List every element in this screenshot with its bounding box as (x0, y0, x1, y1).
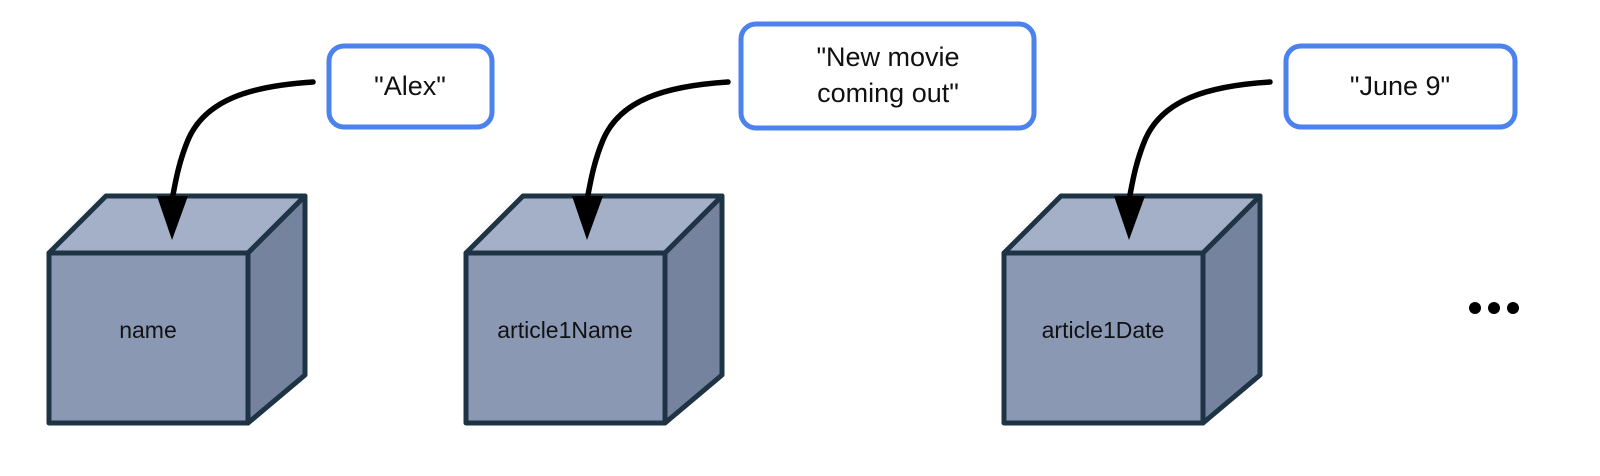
callout-box (326, 43, 495, 130)
callout-box (1283, 43, 1518, 130)
arrow-to-article1Date (1114, 79, 1273, 240)
cube-article1Name[interactable]: article1Name (463, 193, 725, 426)
ellipsis-dot (1469, 302, 1481, 314)
cube-front-face (46, 250, 251, 426)
callout-text-line: coming out" (817, 78, 959, 108)
arrowhead (157, 196, 188, 240)
cube-name[interactable]: name (46, 193, 308, 426)
arrow-to-article1Name (572, 79, 731, 240)
ellipsis-dot (1488, 302, 1500, 314)
arrowhead (1114, 196, 1145, 240)
callout-article1Date-value[interactable]: "June 9" (1283, 43, 1518, 130)
arrowhead (572, 196, 603, 240)
cube-label-name: name (119, 317, 177, 343)
cube-label-article1Date: article1Date (1042, 317, 1165, 343)
cube-label-article1Name: article1Name (497, 317, 633, 343)
cube-front-face (1001, 250, 1206, 426)
callout-text-line: "June 9" (1350, 71, 1450, 101)
cube-front-face (463, 250, 668, 426)
callout-box (738, 21, 1037, 131)
ellipsis-more-variables (1469, 302, 1519, 314)
callout-text-line: "Alex" (374, 71, 446, 101)
callout-text-line: "New movie (816, 42, 959, 72)
callout-article1Name-value[interactable]: "New movie coming out" (738, 21, 1037, 131)
arrow-to-name (157, 79, 316, 240)
cube-article1Date[interactable]: article1Date (1001, 193, 1263, 426)
ellipsis-dot (1507, 302, 1519, 314)
callout-name-value[interactable]: "Alex" (326, 43, 495, 130)
